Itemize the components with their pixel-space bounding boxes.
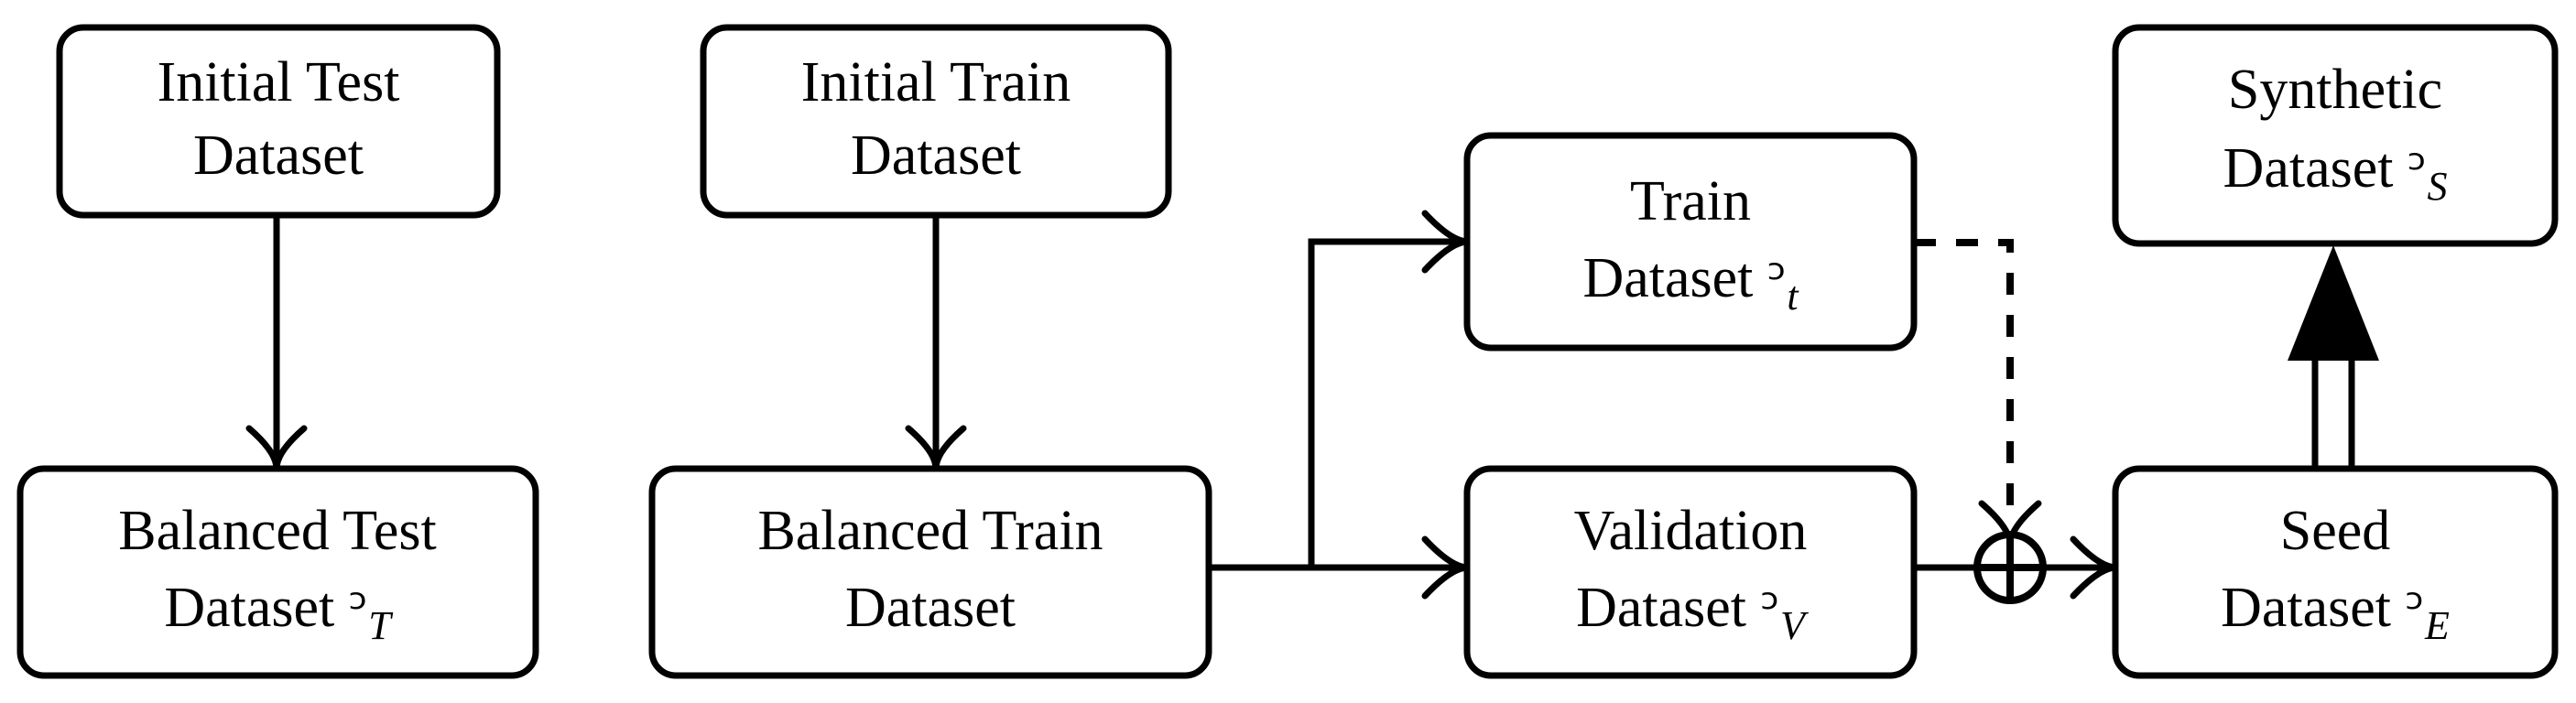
edge-seed-to-synthetic [2288,245,2379,469]
blackboard-d-symbol: ᵓ [2406,577,2425,639]
svg-text:Balanced Test: Balanced Test [118,500,436,562]
node-label-line2: Dataset [164,577,334,639]
svg-text:Dataset: Dataset [851,124,1021,187]
node-balanced-train-dataset[interactable]: Balanced Train Dataset [648,465,1212,679]
node-initial-test-dataset[interactable]: Initial Test Dataset [56,24,501,219]
node-label-line1: Train [1630,170,1751,233]
node-balanced-test-dataset[interactable]: Balanced Test Dataset ᵓT [16,465,539,679]
node-seed-dataset[interactable]: Seed Dataset ᵓE [2112,465,2559,679]
node-label-subscript: T [368,603,394,648]
node-label-line2: Dataset [1582,247,1753,309]
edge-initial-train-to-balanced-train [905,215,967,472]
blackboard-d-symbol: ᵓ [1767,247,1787,309]
node-label-line1: Balanced Train [757,500,1103,562]
svg-text:Dataset ᵓS: Dataset ᵓS [2223,137,2448,209]
edge-train-to-combine [1914,239,2042,547]
node-label-line2: Dataset [851,124,1021,187]
node-label-subscript: t [1787,274,1799,319]
svg-text:Train: Train [1630,170,1751,233]
solid-triangle-arrow-head-icon [2288,245,2379,361]
node-label-line1: Seed [2280,500,2391,562]
node-label-line2: Dataset [193,124,364,187]
svg-text:Seed: Seed [2280,500,2391,562]
svg-text:Dataset ᵓT: Dataset ᵓT [164,577,394,648]
node-label-line2: Dataset [1576,577,1746,639]
blackboard-d-symbol: ᵓ [349,577,368,639]
svg-text:Dataset ᵓV: Dataset ᵓV [1576,577,1810,648]
node-label-subscript: V [1780,603,1810,648]
edge-combine-to-seed [2040,535,2119,600]
edge-balanced-train-to-train [1209,210,1471,571]
svg-text:Dataset ᵓE: Dataset ᵓE [2221,577,2450,648]
edge-initial-test-to-balanced-test [245,215,308,472]
node-initial-train-dataset[interactable]: Initial Train Dataset [700,24,1172,219]
node-train-dataset[interactable]: Train Dataset ᵓt [1463,132,1918,352]
svg-text:Balanced Train: Balanced Train [757,500,1103,562]
svg-text:Dataset ᵓt: Dataset ᵓt [1582,247,1799,319]
svg-text:Initial Train: Initial Train [801,51,1071,114]
node-label-subscript: S [2427,164,2447,209]
svg-text:Synthetic: Synthetic [2228,59,2442,121]
node-synthetic-dataset[interactable]: Synthetic Dataset ᵓS [2112,24,2559,247]
node-label-line1: Validation [1574,500,1808,562]
node-label-subscript: E [2424,603,2450,648]
node-label-line2: Dataset [2221,577,2391,639]
svg-text:Initial Test: Initial Test [158,51,400,114]
blackboard-d-symbol: ᵓ [1761,577,1780,639]
node-label-line2: Dataset [2223,137,2394,200]
blackboard-d-symbol: ᵓ [2408,137,2427,200]
svg-text:Validation: Validation [1574,500,1808,562]
node-label-line1: Initial Test [158,51,400,114]
node-label-line1: Balanced Test [118,500,436,562]
node-label-line1: Synthetic [2228,59,2442,121]
edge-balanced-train-to-validation [1209,535,1471,600]
svg-text:Dataset: Dataset [845,577,1016,639]
combine-operator [1973,531,2047,604]
node-label-line1: Initial Train [801,51,1071,114]
node-validation-dataset[interactable]: Validation Dataset ᵓV [1463,465,1918,679]
node-label-line2: Dataset [845,577,1016,639]
svg-text:Dataset: Dataset [193,124,364,187]
